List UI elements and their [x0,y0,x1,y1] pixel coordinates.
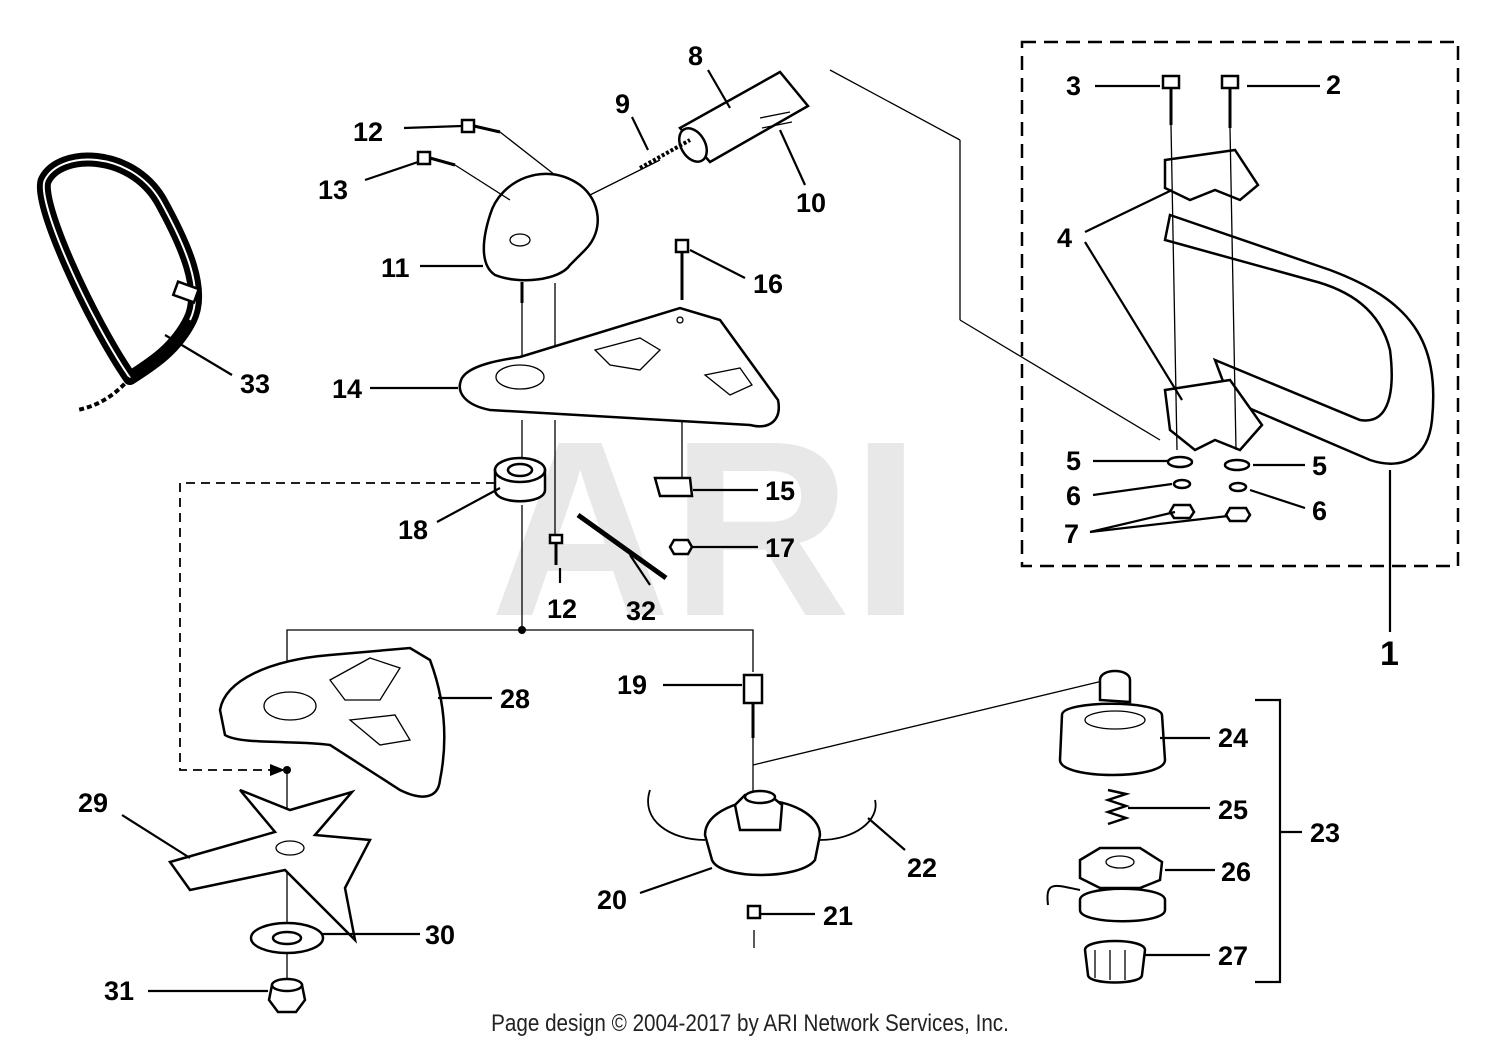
label-23: 23 [1310,818,1340,848]
label-25: 25 [1218,795,1248,825]
label-18: 18 [398,515,428,545]
label-14: 14 [332,374,362,404]
label-1: 1 [1380,635,1399,673]
bearing-icon [493,456,547,503]
blade-guard [218,646,446,798]
washer-nut-icon [1166,455,1252,523]
spacer-block [653,476,694,498]
label-26: 26 [1221,857,1251,887]
handle-loop [1163,213,1435,465]
label-33: 33 [240,369,270,399]
spring-icon [1104,788,1131,826]
shoulder-harness [36,152,203,385]
label-20: 20 [597,885,627,915]
label-4: 4 [1057,223,1072,253]
cutting-blade [167,788,372,944]
label-5a: 5 [1066,446,1081,476]
label-32: 32 [626,596,656,626]
label-5b: 5 [1312,451,1327,481]
label-17: 17 [765,533,795,563]
part-labels: 1 2 3 4 5 5 6 6 7 8 9 10 11 12 12 13 14 … [78,41,1399,1006]
label-6b: 6 [1312,496,1327,526]
label-9: 9 [615,89,630,119]
label-8: 8 [688,41,703,71]
coupling-nut-icon [742,673,764,738]
trimmer-head [703,798,822,877]
watermark: ARI [490,389,921,668]
knob-icon [1083,939,1147,984]
spool-housing [1058,702,1167,777]
label-27: 27 [1218,941,1248,971]
leader-lines [121,69,1392,993]
handle-assembly-box [1020,40,1460,568]
label-16: 16 [753,269,783,299]
shaft-screw [639,138,691,170]
bolt-icon [1161,74,1240,128]
handle-clamp-top [1163,148,1260,202]
lock-pin [576,512,668,581]
screw-icon [746,904,762,920]
label-30: 30 [425,920,455,950]
label-29: 29 [78,788,108,818]
label-3: 3 [1066,71,1081,101]
label-7: 7 [1064,519,1079,549]
label-15: 15 [765,476,795,506]
page-footer: Page design © 2004-2017 by ARI Network S… [491,1010,1009,1037]
label-22: 22 [907,853,937,883]
nut-icon [267,977,307,1014]
label-24: 24 [1218,723,1248,753]
label-13: 13 [318,175,348,205]
label-6a: 6 [1066,481,1081,511]
label-12b: 12 [547,594,577,624]
label-21: 21 [823,901,853,931]
screw-icon [548,533,564,565]
label-11: 11 [381,253,410,283]
washer-icon [249,921,325,955]
label-12a: 12 [353,117,383,147]
bolt-icon [674,238,690,300]
nut-icon [668,538,694,556]
label-10: 10 [796,188,826,218]
label-2: 2 [1326,70,1341,100]
label-19: 19 [617,670,647,700]
label-31: 31 [104,976,134,1006]
screw-icon [416,118,501,167]
gear-head-housing [482,172,599,282]
trimmer-line [647,789,877,841]
label-28: 28 [500,684,530,714]
